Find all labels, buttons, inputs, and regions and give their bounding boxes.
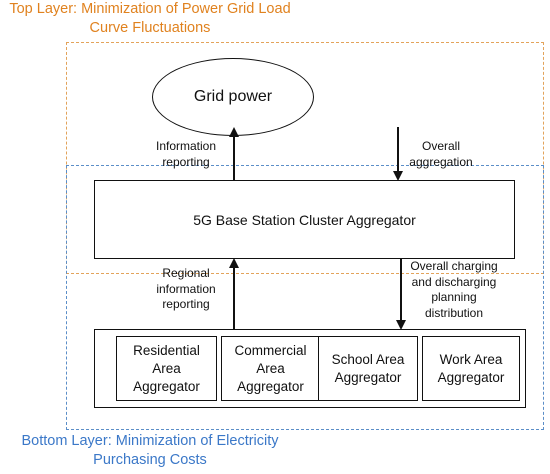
commercial-line2: Area [256, 360, 285, 376]
overall-aggregation-line2: aggregation [409, 154, 473, 169]
info-reporting-label: Information reporting [140, 139, 232, 170]
area-aggregators-container [94, 329, 526, 408]
work-area-aggregator: Work Area Aggregator [422, 336, 520, 401]
bottom-layer-boundary [66, 165, 544, 430]
top-layer-title-line2: Curve Fluctuations [89, 20, 211, 36]
commercial-line3: Aggregator [237, 378, 304, 394]
cluster-aggregator-label: 5G Base Station Cluster Aggregator [193, 211, 416, 228]
residential-line2: Area [152, 360, 181, 376]
residential-area-aggregator: Residential Area Aggregator [116, 336, 217, 401]
top-layer-title-line1: Top Layer: Minimization of Power Grid Lo… [9, 1, 291, 17]
school-line1: School Area [331, 351, 405, 367]
planning-distribution-label: Overall charging and discharging plannin… [402, 259, 506, 321]
planning-distribution-line3: planning [431, 290, 477, 304]
info-reporting-line1: Information [155, 139, 217, 153]
top-layer-title: Top Layer: Minimization of Power Grid Lo… [0, 0, 300, 38]
regional-reporting-line2: information [156, 281, 216, 296]
regional-reporting-label: Regional information reporting [140, 266, 232, 313]
planning-distribution-line2: and discharging [411, 274, 497, 289]
regional-reporting-line1: Regional [162, 266, 210, 280]
work-line2: Aggregator [437, 369, 505, 385]
residential-line1: Residential [133, 342, 200, 358]
grid-power-label: Grid power [193, 88, 273, 105]
school-line2: Aggregator [334, 369, 402, 385]
planning-distribution-line1: Overall charging [410, 259, 498, 273]
school-area-aggregator: School Area Aggregator [318, 336, 418, 401]
bottom-layer-title-line1: Bottom Layer: Minimization of Electricit… [21, 433, 279, 449]
regional-reporting-line3: reporting [162, 297, 210, 311]
bottom-layer-title-line2: Purchasing Costs [93, 452, 207, 468]
top-layer-boundary [66, 42, 544, 274]
info-reporting-line2: reporting [162, 154, 210, 169]
cluster-aggregator-node: 5G Base Station Cluster Aggregator [94, 180, 515, 259]
overall-aggregation-line1: Overall [421, 139, 460, 153]
overall-aggregation-label: Overall aggregation [402, 139, 480, 170]
commercial-line1: Commercial [234, 342, 307, 358]
planning-distribution-line4: distribution [424, 305, 484, 320]
commercial-area-aggregator: Commercial Area Aggregator [221, 336, 320, 401]
residential-line3: Aggregator [133, 378, 200, 394]
bottom-layer-title: Bottom Layer: Minimization of Electricit… [0, 432, 300, 470]
work-line1: Work Area [439, 351, 503, 367]
